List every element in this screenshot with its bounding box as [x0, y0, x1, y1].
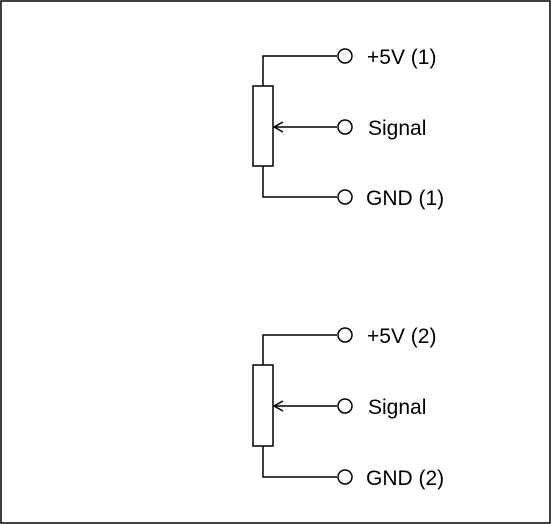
label-gnd-2: GND (2): [366, 467, 444, 490]
wire-bottom-1: [262, 166, 337, 198]
potentiometer-2: +5V (2) Signal GND (2): [252, 325, 444, 490]
label-signal-2: Signal: [368, 396, 426, 419]
resistor-body-2: [252, 364, 274, 447]
potentiometer-1: +5V (1) Signal GND (1): [252, 46, 444, 210]
label-gnd-1: GND (1): [366, 187, 444, 210]
wiper-arrow-2: [272, 400, 284, 412]
terminal-signal-2: [337, 398, 353, 414]
terminal-gnd-1: [337, 189, 353, 205]
wire-top-1: [262, 55, 337, 86]
wire-top-2: [262, 334, 337, 365]
label-vcc-2: +5V (2): [367, 325, 436, 348]
label-vcc-1: +5V (1): [367, 46, 436, 69]
resistor-body-1: [252, 85, 274, 167]
terminal-signal-1: [337, 119, 353, 135]
terminal-vcc-1: [337, 48, 353, 64]
terminal-vcc-2: [337, 327, 353, 343]
terminal-gnd-2: [337, 469, 353, 485]
wire-bottom-2: [262, 446, 337, 478]
label-signal-1: Signal: [368, 117, 426, 140]
wiper-arrow-1: [272, 121, 284, 133]
